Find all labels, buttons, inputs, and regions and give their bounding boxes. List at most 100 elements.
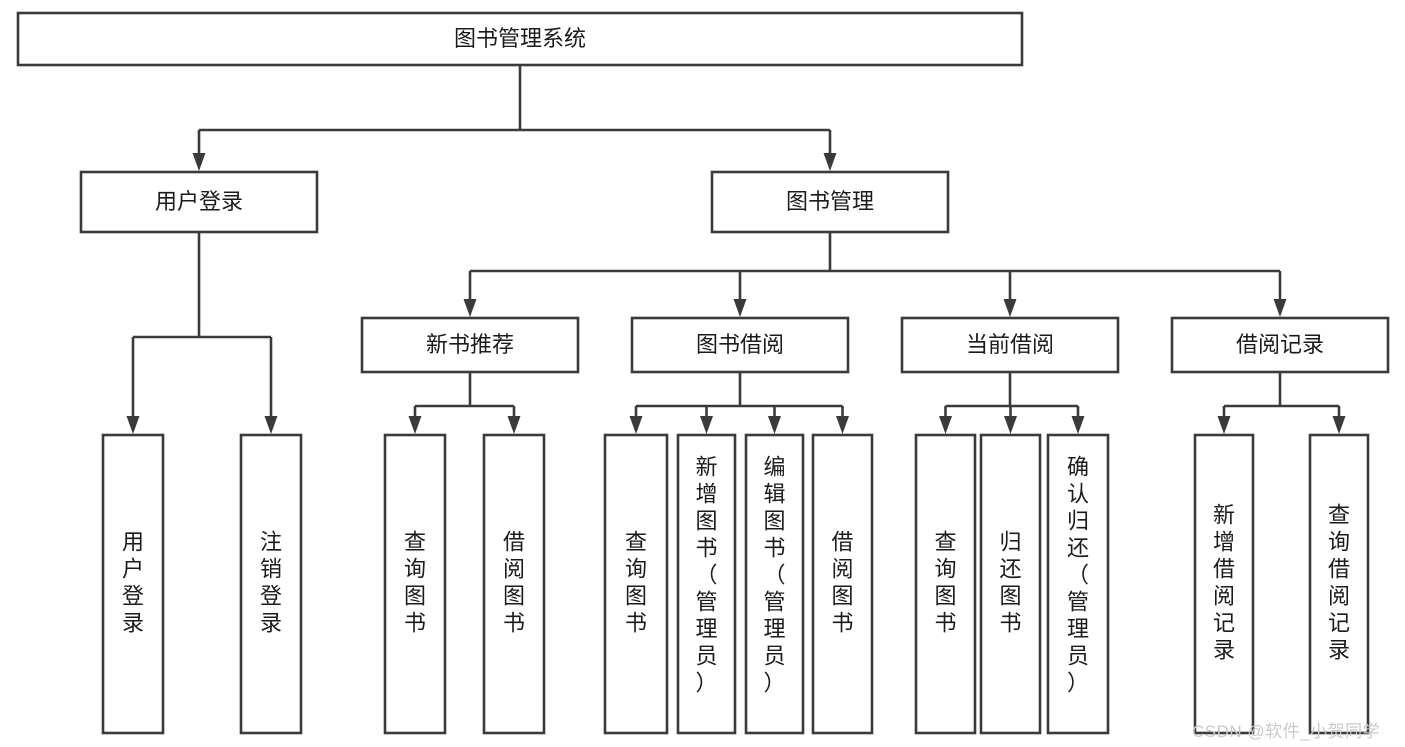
node-label-char: 户	[122, 556, 144, 581]
node-label-char: 书	[503, 610, 525, 635]
node-box	[1193, 433, 1255, 735]
node-label-char: 还	[999, 556, 1021, 581]
node-box	[914, 433, 977, 735]
node-label-char: 询	[934, 556, 956, 581]
node-label-char: 书	[831, 610, 853, 635]
node-label-char: 查	[404, 529, 426, 554]
node-label-char: 借	[831, 529, 853, 554]
diagram-node-root[interactable]: 图书管理系统	[16, 11, 1024, 67]
node-box	[16, 11, 1024, 67]
diagram-node-leaf-user-login[interactable]: 用户登录	[101, 433, 165, 735]
connector-arrowhead	[1273, 299, 1287, 317]
node-label: 借阅记录	[1236, 332, 1324, 357]
node-label-char: 阅	[1328, 583, 1350, 608]
node-label-char: 确	[1067, 454, 1089, 479]
node-label-char: 注	[260, 529, 282, 554]
connector-arrowhead	[836, 416, 849, 434]
node-box	[744, 433, 805, 735]
node-layer: 图书管理系统用户登录图书管理新书推荐图书借阅当前借阅借阅记录用户登录注销登录查询…	[16, 11, 1390, 735]
node-label-char: （	[763, 562, 785, 587]
node-label-char: ）	[763, 670, 785, 695]
node-box	[710, 170, 950, 234]
node-box	[676, 433, 737, 735]
connector-arrowhead	[1332, 416, 1346, 434]
node-label-char: 阅	[831, 556, 853, 581]
node-label-char: 还	[1067, 535, 1089, 560]
connector-arrowhead	[939, 416, 952, 434]
connector-arrowhead	[192, 153, 206, 171]
node-box	[811, 433, 874, 735]
node-label-char: 图	[503, 583, 525, 608]
node-label-char: 阅	[503, 556, 525, 581]
node-label-char: 登	[260, 583, 282, 608]
node-label: 图书管理	[786, 189, 874, 214]
node-label-char: 录	[122, 610, 144, 635]
connector-arrowhead	[264, 416, 278, 434]
node-label-char: 增	[695, 481, 717, 506]
node-label-char: 查	[625, 529, 647, 554]
node-label-char: 图	[695, 508, 717, 533]
node-box	[101, 433, 165, 735]
node-label-char: 查	[1328, 502, 1350, 527]
node-label-char: 借	[503, 529, 525, 554]
node-label-char: 理	[695, 616, 717, 641]
connector-arrowhead	[629, 416, 643, 434]
node-label: 用户登录	[155, 189, 243, 214]
node-label-char: 书	[695, 535, 717, 560]
diagram-node-l1-user[interactable]: 用户登录	[79, 170, 319, 234]
diagram-node-l1-book[interactable]: 图书管理	[710, 170, 950, 234]
node-label-char: 理	[1067, 616, 1089, 641]
diagram-node-l2-borrow[interactable]: 图书借阅	[630, 316, 850, 374]
node-label-char: 归	[1067, 508, 1089, 533]
node-box	[603, 433, 669, 735]
connector-arrowhead	[823, 153, 837, 171]
node-label-char: ）	[1067, 670, 1089, 695]
node-label-char: 员	[763, 643, 785, 668]
node-label-char: 图	[625, 583, 647, 608]
diagram-node-l2-new[interactable]: 新书推荐	[360, 316, 580, 374]
node-label-char: 图	[999, 583, 1021, 608]
node-label-char: 登	[122, 583, 144, 608]
node-label-char: 录	[1213, 637, 1235, 662]
node-label-char: 阅	[1213, 583, 1235, 608]
node-label-char: 新	[695, 454, 717, 479]
diagram-node-l2-record[interactable]: 借阅记录	[1170, 316, 1390, 374]
node-box	[239, 433, 303, 735]
node-box	[1046, 433, 1110, 735]
connector-arrowhead	[768, 416, 781, 434]
connector-arrowhead	[1003, 299, 1017, 317]
node-label-char: 管	[695, 589, 717, 614]
node-label-char: 管	[1067, 589, 1089, 614]
node-box	[630, 316, 850, 374]
node-label-char: 借	[1328, 556, 1350, 581]
node-label-char: 员	[1067, 643, 1089, 668]
node-label-char: 增	[1213, 529, 1235, 554]
node-box	[1308, 433, 1370, 735]
node-label-char: 图	[934, 583, 956, 608]
node-label-char: 辑	[763, 481, 785, 506]
node-label-char: 归	[999, 529, 1021, 554]
node-label-char: ）	[695, 670, 717, 695]
diagram-node-l2-current[interactable]: 当前借阅	[900, 316, 1120, 374]
connector-arrowhead	[463, 299, 477, 317]
connector-arrowhead	[1071, 416, 1085, 434]
node-label-char: 查	[934, 529, 956, 554]
node-box	[979, 433, 1042, 735]
connector-layer	[126, 65, 1346, 434]
node-label-char: 用	[122, 529, 144, 554]
node-label-char: 询	[404, 556, 426, 581]
